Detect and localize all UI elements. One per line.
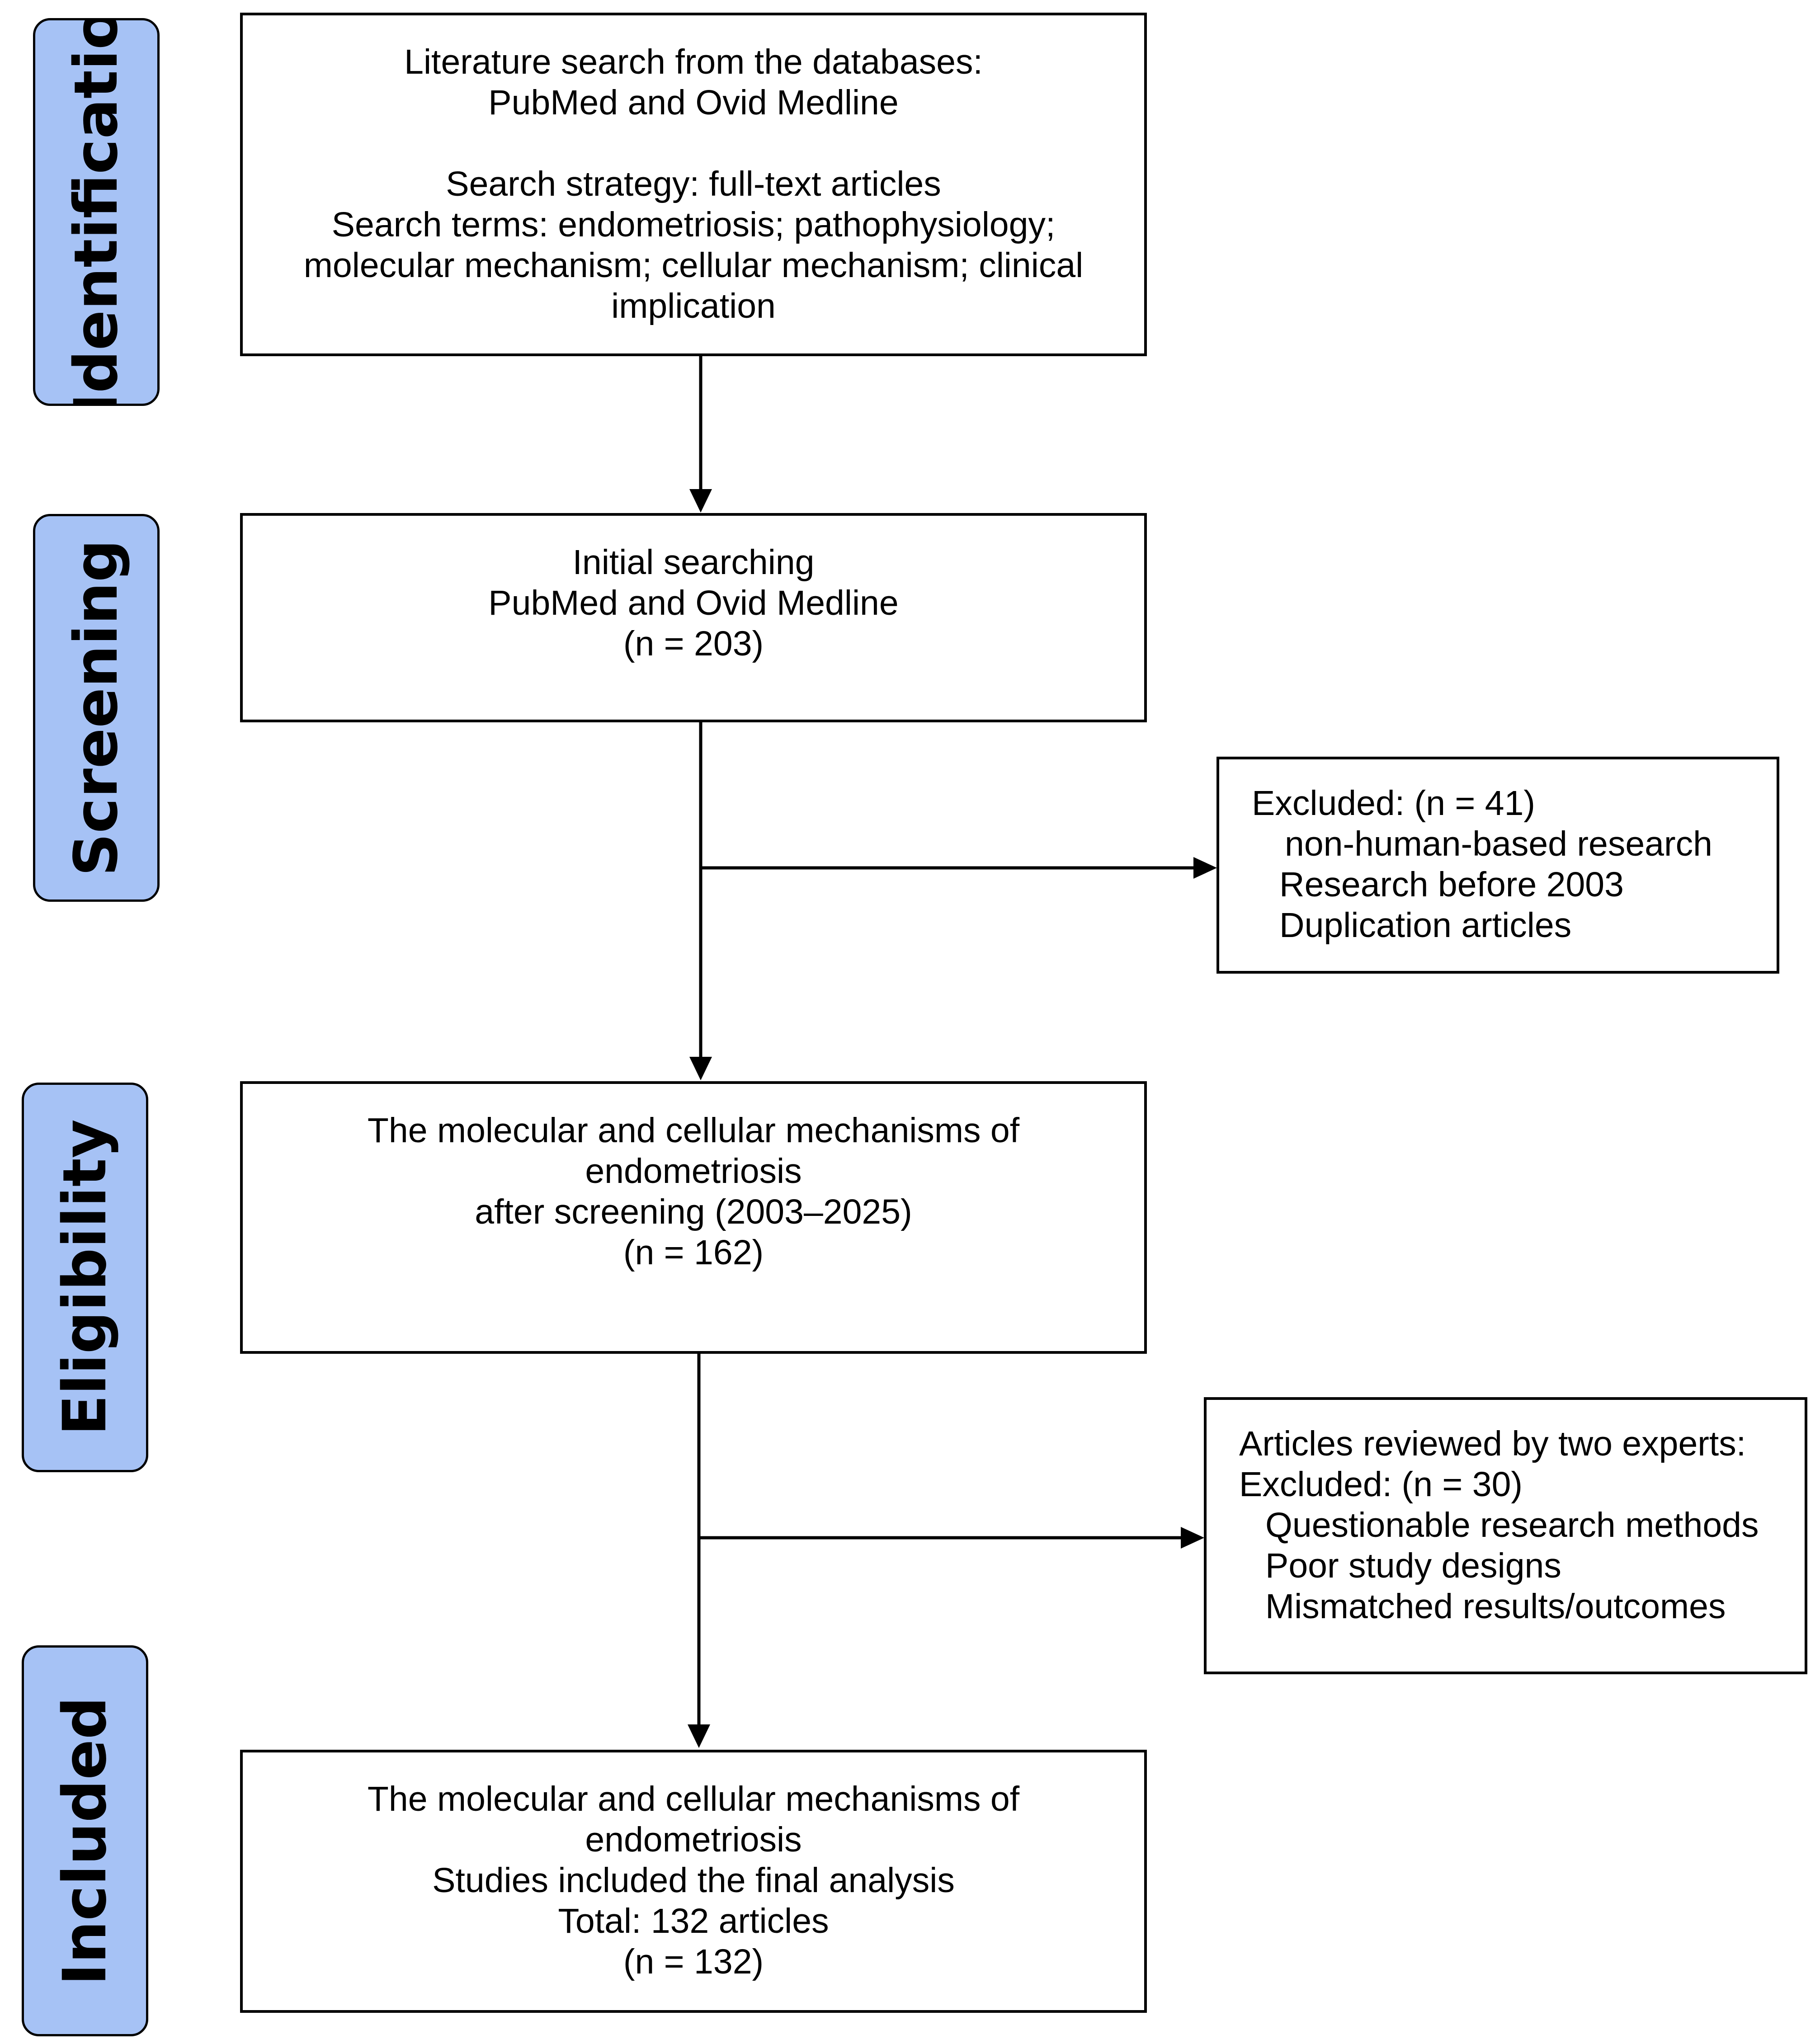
phase-identification: Identificatio: [33, 18, 160, 406]
identification-line: molecular mechanism; cellular mechanism;…: [303, 246, 1084, 285]
phase-identification-label: Identificatio: [61, 18, 131, 406]
included-line: Total: 132 articles: [558, 1902, 829, 1940]
phase-screening: Screening: [33, 514, 160, 902]
included-box: The molecular and cellular mechanisms of…: [240, 1750, 1147, 2013]
excluded-screening-line: Duplication articles: [1279, 906, 1572, 945]
phase-eligibility: Eligibility: [22, 1083, 148, 1472]
included-line: Studies included the final analysis: [432, 1861, 955, 1900]
identification-box: Literature search from the databases: Pu…: [240, 13, 1147, 356]
excluded-review-line: Poor study designs: [1265, 1546, 1561, 1585]
identification-line: Search terms: endometriosis; pathophysio…: [331, 205, 1056, 244]
phase-eligibility-label: Eligibility: [50, 1119, 120, 1436]
excluded-screening-box: Excluded: (n = 41) non-human-based resea…: [1216, 757, 1779, 974]
screening-line: PubMed and Ovid Medline: [488, 584, 899, 622]
excluded-screening-line: Excluded: (n = 41): [1252, 784, 1536, 823]
phase-included-label: Included: [50, 1696, 120, 1986]
arrowhead-excluded-screening: [1193, 857, 1217, 879]
eligibility-line: after screening (2003–2025): [475, 1192, 912, 1231]
excluded-review-line: Articles reviewed by two experts:: [1239, 1424, 1746, 1463]
excluded-review-line: Excluded: (n = 30): [1239, 1465, 1523, 1504]
identification-line: PubMed and Ovid Medline: [488, 83, 899, 122]
included-line: (n = 132): [623, 1942, 764, 1981]
arrowhead-excluded-review: [1181, 1527, 1204, 1549]
phase-included: Included: [22, 1645, 148, 2036]
identification-line: [243, 123, 1144, 164]
arrowhead-included: [688, 1724, 710, 1748]
arrowhead-eligibility: [689, 1057, 712, 1080]
eligibility-line: The molecular and cellular mechanisms of: [367, 1111, 1020, 1150]
arrowhead-screening: [689, 489, 712, 513]
identification-line: Search strategy: full-text articles: [446, 165, 941, 203]
excluded-review-line: Mismatched results/outcomes: [1265, 1587, 1726, 1626]
excluded-screening-line: non-human-based research: [1285, 824, 1712, 863]
included-line: The molecular and cellular mechanisms of: [367, 1780, 1020, 1818]
screening-box: Initial searching PubMed and Ovid Medlin…: [240, 513, 1147, 722]
eligibility-line: endometriosis: [585, 1152, 802, 1191]
screening-line: Initial searching: [572, 543, 815, 582]
eligibility-line: (n = 162): [623, 1233, 764, 1272]
identification-line: Literature search from the databases:: [404, 42, 983, 81]
excluded-review-line: Questionable research methods: [1265, 1506, 1759, 1545]
excluded-review-box: Articles reviewed by two experts: Exclud…: [1204, 1397, 1807, 1674]
excluded-screening-line: Research before 2003: [1279, 865, 1624, 904]
eligibility-box: The molecular and cellular mechanisms of…: [240, 1081, 1147, 1354]
identification-line: implication: [611, 287, 776, 325]
phase-screening-label: Screening: [61, 539, 131, 876]
included-line: endometriosis: [585, 1820, 802, 1859]
screening-line: (n = 203): [623, 624, 764, 663]
